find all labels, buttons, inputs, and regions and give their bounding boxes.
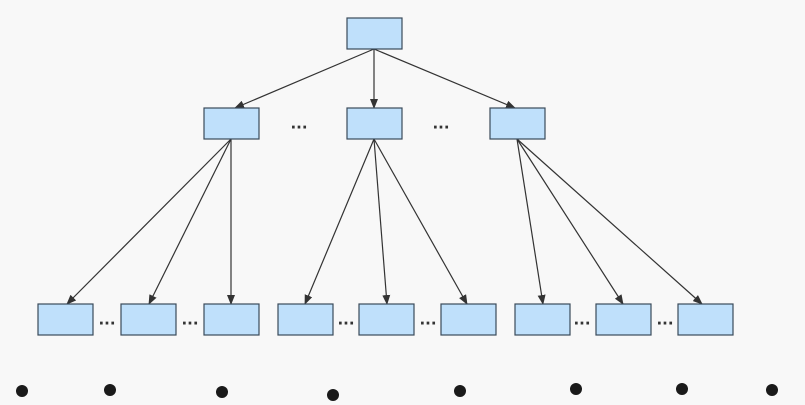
ellipsis-layer: ··· ··· ··· ··· ··· ··· ··· ··· xyxy=(98,119,673,333)
edges-layer xyxy=(66,48,703,305)
middle-node-1 xyxy=(346,107,403,140)
continuation-dot-3 xyxy=(327,389,339,401)
edge-middle-1-to-leaf-5 xyxy=(373,138,468,305)
edge-middle-1-to-leaf-4 xyxy=(373,138,391,305)
edge-middle-1-to-leaf-3 xyxy=(304,138,375,305)
continuation-dot-1 xyxy=(104,384,116,396)
dots-layer xyxy=(16,383,778,401)
leaf-node-3 xyxy=(277,303,334,336)
edge-middle-2-to-leaf-8 xyxy=(516,138,703,305)
edge-middle-2-to-leaf-6 xyxy=(516,138,546,305)
continuation-dot-7 xyxy=(766,384,778,396)
ellipsis-mark-5: ··· xyxy=(419,315,436,333)
edge-root-0-to-middle-0 xyxy=(234,48,375,109)
leaf-node-8 xyxy=(677,303,734,336)
edge-middle-0-to-leaf-1 xyxy=(148,138,232,305)
ellipsis-mark-7: ··· xyxy=(656,315,673,333)
middle-node-0 xyxy=(203,107,260,140)
leaf-node-1 xyxy=(120,303,177,336)
leaf-node-5 xyxy=(440,303,497,336)
edge-root-0-to-middle-2 xyxy=(373,48,516,109)
ellipsis-mark-3: ··· xyxy=(181,315,198,333)
continuation-dot-2 xyxy=(216,386,228,398)
edge-middle-2-to-leaf-7 xyxy=(516,138,624,305)
edge-middle-0-to-leaf-0 xyxy=(66,138,232,305)
leaf-node-0 xyxy=(37,303,94,336)
leaf-node-4 xyxy=(358,303,415,336)
ellipsis-mark-6: ··· xyxy=(573,315,590,333)
continuation-dot-5 xyxy=(570,383,582,395)
continuation-dot-6 xyxy=(676,383,688,395)
ellipsis-mark-2: ··· xyxy=(98,315,115,333)
nodes-layer xyxy=(37,17,734,336)
leaf-node-7 xyxy=(595,303,652,336)
continuation-dot-0 xyxy=(16,385,28,397)
continuation-dot-4 xyxy=(454,385,466,397)
leaf-node-6 xyxy=(514,303,571,336)
root-node-0 xyxy=(346,17,403,50)
ellipsis-mark-1: ··· xyxy=(432,119,449,137)
ellipsis-mark-4: ··· xyxy=(337,315,354,333)
leaf-node-2 xyxy=(203,303,260,336)
middle-node-2 xyxy=(489,107,546,140)
ellipsis-mark-0: ··· xyxy=(290,119,307,137)
